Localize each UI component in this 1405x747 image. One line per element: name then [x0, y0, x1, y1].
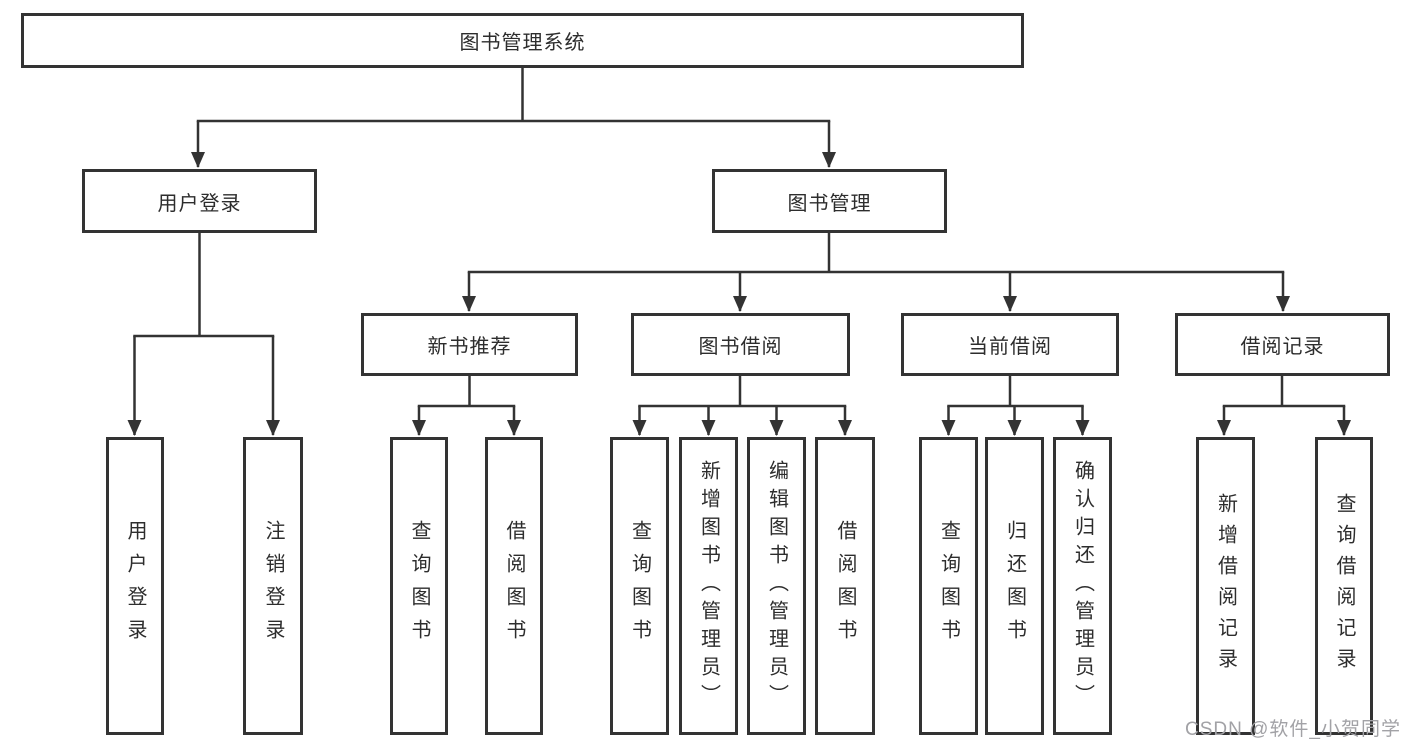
csdn-watermark: CSDN @软件_小贺同学	[1185, 719, 1401, 740]
leaf-label: 新增图书（管理员）	[697, 460, 720, 712]
leaf-user-login: 用户登录	[106, 437, 164, 735]
leaf-label: 查询图书	[408, 520, 430, 652]
leaf-add-book-admin: 新增图书（管理员）	[679, 437, 738, 735]
leaf-confirm-return-admin: 确认归还（管理员）	[1053, 437, 1112, 735]
leaf-query-books: 查询图书	[390, 437, 448, 735]
node-current-borrowing: 当前借阅	[901, 313, 1119, 376]
leaf-label: 用户登录	[124, 520, 146, 652]
leaf-label: 编辑图书（管理员）	[765, 460, 788, 712]
leaf-return-books: 归还图书	[985, 437, 1044, 735]
leaf-borrow-books: 借阅图书	[815, 437, 875, 735]
leaf-borrow-books: 借阅图书	[485, 437, 543, 735]
node-label: 用户登录	[157, 192, 242, 215]
node-library-management-system: 图书管理系统	[21, 13, 1024, 68]
node-label: 图书管理系统	[459, 32, 586, 54]
node-label: 新书推荐	[427, 336, 512, 358]
leaf-label: 确认归还（管理员）	[1071, 460, 1094, 712]
leaf-label: 借阅图书	[834, 520, 856, 652]
leaf-query-books: 查询图书	[919, 437, 978, 735]
node-label: 借阅记录	[1240, 336, 1325, 358]
leaf-label: 查询图书	[628, 520, 651, 652]
leaf-label: 借阅图书	[503, 520, 525, 652]
leaf-label: 新增借阅记录	[1214, 493, 1237, 679]
leaf-label: 注销登录	[262, 520, 284, 652]
node-label: 图书管理	[787, 192, 872, 215]
node-borrowing-records: 借阅记录	[1175, 313, 1390, 376]
node-label: 当前借阅	[968, 336, 1052, 358]
node-new-book-recommendation: 新书推荐	[361, 313, 578, 376]
leaf-query-borrow-record: 查询借阅记录	[1315, 437, 1373, 735]
leaf-edit-book-admin: 编辑图书（管理员）	[747, 437, 806, 735]
node-label: 图书借阅	[698, 336, 783, 358]
leaf-label: 查询图书	[937, 520, 960, 652]
node-user-login: 用户登录	[82, 169, 317, 233]
leaf-add-borrow-record: 新增借阅记录	[1196, 437, 1255, 735]
leaf-logout: 注销登录	[243, 437, 303, 735]
node-book-borrowing: 图书借阅	[631, 313, 850, 376]
leaf-label: 查询借阅记录	[1333, 493, 1355, 679]
node-book-management: 图书管理	[712, 169, 947, 233]
leaf-label: 归还图书	[1003, 520, 1026, 652]
leaf-query-books: 查询图书	[610, 437, 669, 735]
